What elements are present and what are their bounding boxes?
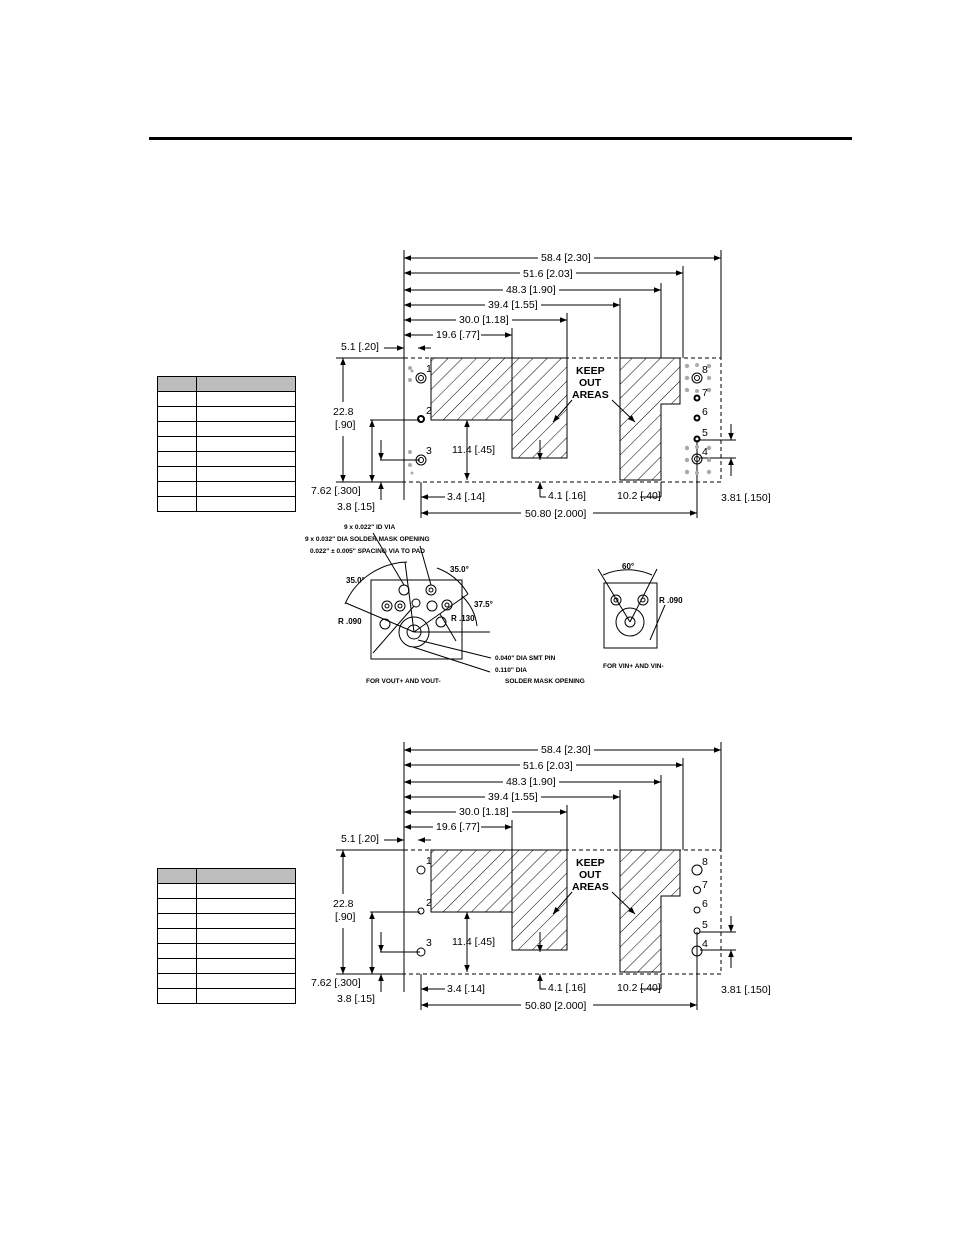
dim-762: 7.62 [.300] [311,977,361,989]
mask-note-2: SOLDER MASK OPENING [505,678,585,685]
pin-table-bottom [157,868,296,1004]
dim-38: 3.8 [.15] [337,993,375,1005]
mask-note-1: 0.110" DIA [495,667,527,674]
pin-label-1: 1 [426,855,432,867]
dim-300: 30.0 [1.18] [459,806,509,818]
dim-090: [.90] [335,419,356,431]
pin-label-7: 7 [702,879,708,891]
keepout-label-2: OUT [579,869,602,881]
dim-196: 19.6 [.77] [436,329,480,341]
dim-38: 3.8 [.15] [337,501,375,513]
dim-516: 51.6 [2.03] [523,760,573,772]
angle-35-left: 35.0° [346,576,365,585]
dim-483: 48.3 [1.90] [506,284,556,296]
radius-right: R .130 [451,614,475,623]
pin-label-6: 6 [702,406,708,418]
pin-label-4: 4 [702,446,708,458]
dim-381: 3.81 [.150] [721,492,771,504]
dim-41: 4.1 [.16] [548,490,586,502]
dim-34: 3.4 [.14] [447,983,485,995]
pin-label-3: 3 [426,937,432,949]
keepout-label-2: OUT [579,377,602,389]
dim-102: 10.2 [.40] [617,490,661,502]
bottom-footprint-drawing: 58.4 [2.30] 51.6 [2.03] 48.3 [1.90] 39.4… [311,742,771,1012]
dim-41: 4.1 [.16] [548,982,586,994]
caption-vin: FOR VIN+ AND VIN- [603,663,664,670]
dim-090: [.90] [335,911,356,923]
pin-label-5: 5 [702,919,708,931]
via-note-1: 9 x 0.022" ID VIA [344,524,395,531]
pin-table-top [157,376,296,512]
radius-vin: R .090 [659,596,683,605]
dim-300: 30.0 [1.18] [459,314,509,326]
via-note-2: 9 x 0.032" DIA SOLDER MASK OPENING [305,536,430,543]
keepout-label-3: AREAS [572,881,609,893]
dim-381: 3.81 [.150] [721,984,771,996]
dim-51: 5.1 [.20] [341,341,379,353]
pin-label-4: 4 [702,938,708,950]
pin-label-8: 8 [702,364,708,376]
angle-60: 60° [622,562,634,571]
angle-375: 37.5° [474,600,493,609]
via-note-3: 0.022" ± 0.005" SPACING VIA TO PAD [310,548,425,555]
pin-label-5: 5 [702,427,708,439]
dim-228: 22.8 [333,898,354,910]
dim-762: 7.62 [.300] [311,485,361,497]
dim-584: 58.4 [2.30] [541,744,591,756]
dim-228: 22.8 [333,406,354,418]
keepout-label-1: KEEP [576,365,605,377]
pin-label-6: 6 [702,898,708,910]
angle-35-right: 35.0° [450,565,469,574]
dim-5080: 50.80 [2.000] [525,508,586,520]
dim-34: 3.4 [.14] [447,491,485,503]
dim-114: 11.4 [.45] [452,444,495,456]
caption-vout: FOR VOUT+ AND VOUT- [366,678,441,685]
dim-102: 10.2 [.40] [617,982,661,994]
pin-note: 0.040" DIA SMT PIN [495,655,556,662]
dim-51: 5.1 [.20] [341,833,379,845]
dim-196: 19.6 [.77] [436,821,480,833]
pin-label-8: 8 [702,856,708,868]
keepout-label-3: AREAS [572,389,609,401]
pin-label-2: 2 [426,897,432,909]
dim-516: 51.6 [2.03] [523,268,573,280]
dim-584: 58.4 [2.30] [541,252,591,264]
pin-label-7: 7 [702,387,708,399]
top-footprint-drawing: 58.4 [2.30] 51.6 [2.03] 48.3 [1.90] 39.4… [311,250,771,520]
dim-394: 39.4 [1.55] [488,791,538,803]
dim-114: 11.4 [.45] [452,936,495,948]
keepout-label-1: KEEP [576,857,605,869]
dim-483: 48.3 [1.90] [506,776,556,788]
header-rule [149,137,852,140]
dim-5080: 50.80 [2.000] [525,1000,586,1012]
pin-label-1: 1 [426,363,432,375]
pin-label-2: 2 [426,405,432,417]
pin-label-3: 3 [426,445,432,457]
pad-detail-drawing: 9 x 0.022" ID VIA 9 x 0.032" DIA SOLDER … [305,524,683,685]
dim-394: 39.4 [1.55] [488,299,538,311]
radius-left: R .090 [338,617,362,626]
